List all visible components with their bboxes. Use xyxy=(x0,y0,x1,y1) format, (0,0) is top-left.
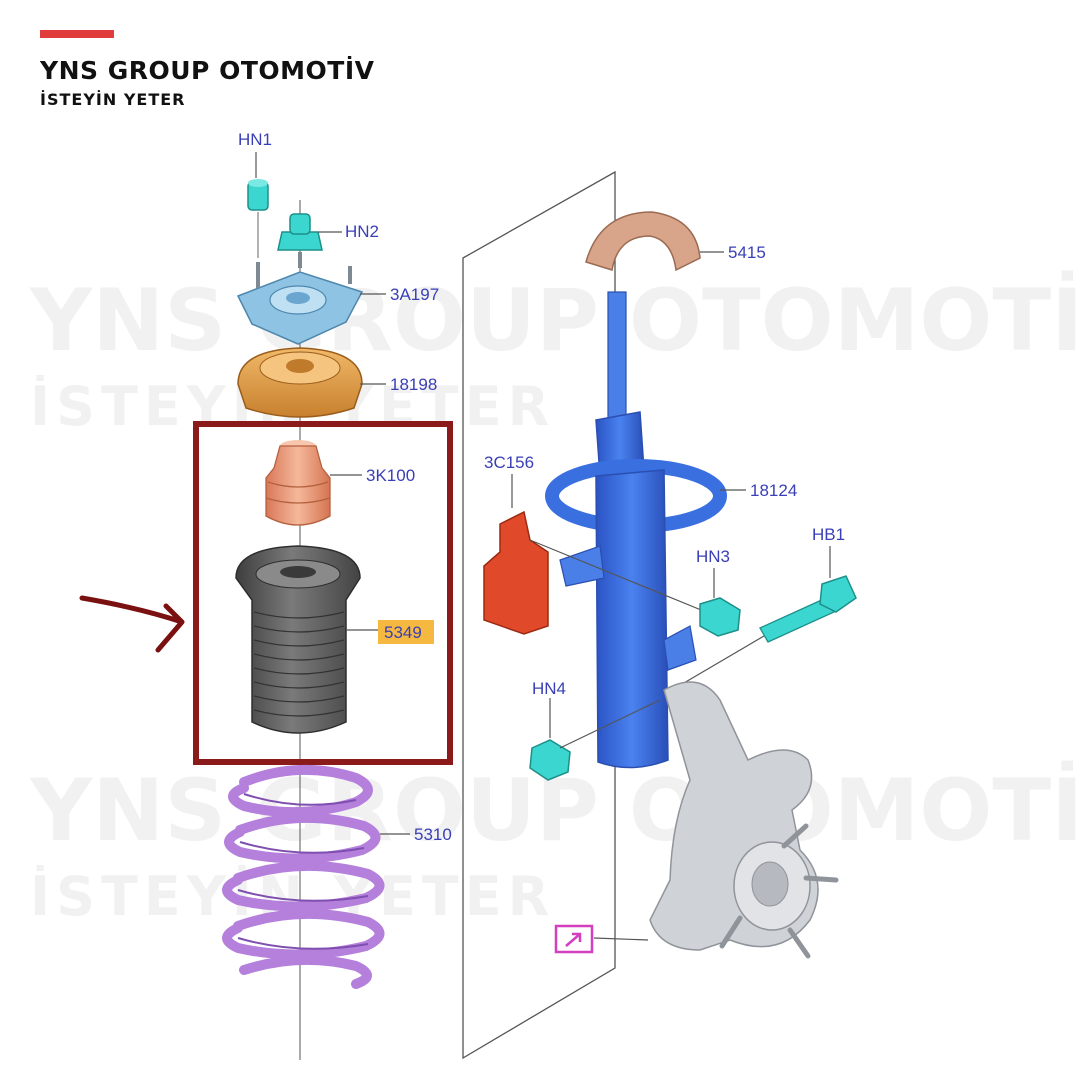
label-5310: 5310 xyxy=(414,825,452,844)
strut-assembly xyxy=(545,291,727,769)
steering-knuckle xyxy=(649,681,839,959)
top-mount xyxy=(236,252,364,345)
label-18124: 18124 xyxy=(750,481,797,500)
label-hn2: HN2 xyxy=(345,222,379,241)
brand-accent-bar xyxy=(40,30,114,38)
hn4-nut xyxy=(529,739,571,781)
label-3k100: 3K100 xyxy=(366,466,415,485)
upper-spring-seat xyxy=(585,211,701,272)
hb1-bolt xyxy=(759,575,857,643)
label-hn1: HN1 xyxy=(238,130,272,149)
bracket-3c156 xyxy=(483,510,549,635)
hn1-nut xyxy=(247,179,269,258)
label-5415: 5415 xyxy=(728,243,766,262)
assembly-panel-outline xyxy=(462,170,616,1060)
watermark-brand: YNS GROUP OTOMOTİV xyxy=(29,270,1080,371)
label-5349-highlight xyxy=(378,620,434,644)
watermark: YNS GROUP OTOMOTİV İSTEYİN YETER YNS GRO… xyxy=(29,270,1080,928)
hn3-nut xyxy=(699,597,741,637)
label-hn4: HN4 xyxy=(532,679,566,698)
label-3c156: 3C156 xyxy=(484,453,534,472)
hn2-nut xyxy=(277,213,323,251)
arrow-reference-icon xyxy=(554,924,594,954)
label-3a197: 3A197 xyxy=(390,285,439,304)
strut-bearing xyxy=(237,347,363,418)
label-hb1: HB1 xyxy=(812,525,845,544)
highlight-box xyxy=(193,421,453,765)
bump-stop xyxy=(265,440,331,526)
curved-arrow-icon xyxy=(79,595,185,653)
coil-spring xyxy=(222,764,385,989)
label-5349: 5349 xyxy=(384,623,422,642)
label-18198: 18198 xyxy=(390,375,437,394)
brand-slogan: İSTEYİN YETER xyxy=(40,90,186,109)
brand-title: YNS GROUP OTOMOTİV xyxy=(40,56,375,85)
dust-boot xyxy=(235,545,361,734)
label-hn3: HN3 xyxy=(696,547,730,566)
coil-spring-shade xyxy=(237,793,369,950)
